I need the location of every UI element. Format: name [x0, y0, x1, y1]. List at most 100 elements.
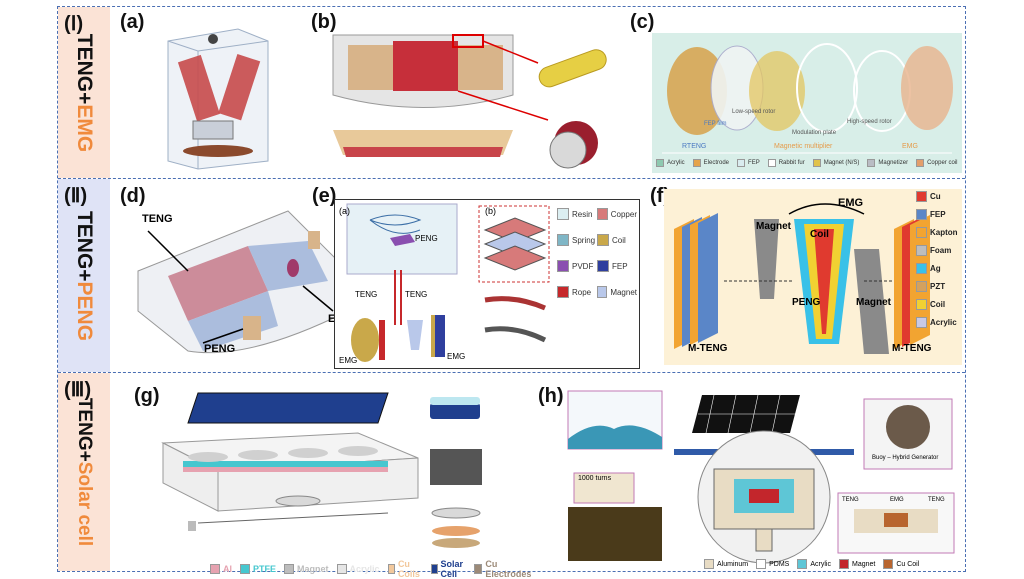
panel-e-sub-b: (b): [485, 206, 496, 216]
panel-d-teng-label: TENG: [142, 213, 173, 225]
legend-item: Cu: [916, 191, 962, 202]
legend-item: PVDF: [557, 260, 597, 272]
panel-c-illustration: FEP film Low-speed rotor Modulation plat…: [652, 33, 962, 173]
legend-item: Acrylic: [336, 559, 380, 579]
legend-swatch: [767, 159, 776, 167]
panel-h-turns-label: 1000 turns: [578, 475, 612, 482]
row-teng-solar: (Ⅲ) TENG+Solar cell (g): [58, 373, 965, 579]
row-roman-numeral: (Ⅱ): [64, 185, 88, 207]
row-roman-numeral: (Ⅰ): [64, 13, 84, 35]
legend-label: PTFE: [253, 564, 277, 574]
legend-label: FEP: [748, 160, 760, 166]
legend-swatch: [916, 227, 927, 238]
panel-h-buoy-caption: Buoy – Hybrid Generator: [872, 455, 939, 461]
panel-c-high-label: High-speed rotor: [847, 119, 892, 125]
legend-label: FEP: [930, 210, 946, 219]
legend-item: Magnetizer: [867, 159, 908, 167]
row-title: TENG+EMG: [73, 33, 96, 152]
legend-item: Magnet: [597, 286, 637, 298]
legend-swatch: [704, 559, 714, 569]
legend-label: PDMS: [769, 560, 790, 568]
legend-swatch: [430, 564, 438, 574]
panel-h-teng-left: TENG: [842, 497, 859, 503]
panel-f-magnet-bottom: Magnet: [856, 297, 891, 308]
legend-item: Rabbit fur: [767, 159, 805, 167]
legend-swatch: [557, 286, 569, 298]
legend-swatch: [210, 564, 220, 574]
legend-label: Cu: [930, 192, 941, 201]
legend-label: Magnet: [297, 564, 329, 574]
legend-swatch: [838, 559, 849, 569]
legend-item: Acrylic: [916, 317, 962, 328]
legend-swatch: [916, 317, 927, 328]
row-title: TENG+Solar cell: [74, 397, 95, 547]
legend-label: Magnet: [851, 560, 876, 568]
legend-label: Magnet (N/S): [823, 160, 860, 166]
panel-f-mteng-right: M-TENG: [892, 343, 932, 354]
legend-label: Copper coil: [927, 160, 958, 166]
legend-swatch: [883, 559, 894, 569]
legend-item: Coil: [916, 299, 962, 310]
legend-item: Magnet (N/S): [812, 159, 860, 167]
legend-label: FEP: [612, 261, 628, 271]
legend-item: Foam: [916, 245, 962, 256]
panel-d-illustration: TENG EMG PENG: [128, 201, 358, 369]
legend-item: Ag: [916, 263, 962, 274]
legend-swatch: [557, 234, 569, 246]
panel-c-mag-label: Magnetic multiplier: [774, 143, 833, 150]
legend-item: FEP: [737, 159, 760, 167]
legend-label: Kapton: [930, 228, 958, 237]
legend-swatch: [240, 564, 250, 574]
legend-label: Spring: [572, 235, 596, 245]
legend-swatch: [597, 260, 609, 272]
legend-swatch: [916, 159, 925, 167]
legend-label: Acrylic: [349, 564, 380, 574]
row-title: TENG+PENG: [73, 210, 96, 341]
legend-label: Resin: [572, 209, 593, 219]
panel-e-teng-left: TENG: [355, 290, 378, 299]
legend-item: Aluminum: [704, 559, 748, 569]
legend-swatch: [597, 234, 609, 246]
panel-b-illustration: [332, 34, 607, 169]
legend-label: Acrylic: [930, 318, 957, 327]
panel-label-d: (d): [120, 185, 146, 207]
row-label-bar: (Ⅱ) TENG+PENG: [58, 179, 110, 372]
legend-label: Ag: [930, 264, 941, 273]
legend-label: Acrylic: [667, 160, 685, 166]
panel-e-peng-label: PENG: [415, 234, 438, 243]
legend-item: Acrylic: [797, 559, 831, 569]
legend-label: Rope: [572, 287, 592, 297]
legend-item: PDMS: [756, 559, 789, 569]
legend-label: Aluminum: [717, 560, 749, 568]
row-label-bar: (Ⅰ) TENG+EMG: [58, 7, 110, 178]
panel-f-coil-label: Coil: [810, 229, 829, 240]
panel-d-peng-label: PENG: [204, 343, 236, 355]
legend-swatch: [916, 191, 927, 202]
legend-item: Cu Electrodes: [474, 559, 533, 579]
legend-label: Magnet: [610, 287, 637, 297]
legend-item: Magnet: [838, 559, 876, 569]
legend-swatch: [797, 559, 808, 569]
legend-swatch: [557, 208, 569, 220]
legend-item: Electrode: [692, 159, 729, 167]
legend-swatch: [557, 260, 569, 272]
legend-label: Rabbit fur: [778, 160, 805, 166]
legend-swatch: [916, 263, 927, 274]
panel-label-a: (a): [120, 11, 145, 33]
panel-f-illustration: EMG Magnet Coil PENG Magnet M-TENG M-TEN…: [664, 189, 962, 365]
legend-swatch: [656, 159, 664, 167]
legend-swatch: [597, 286, 608, 298]
legend-item: Solar Cell: [430, 559, 467, 579]
figure-panel: (Ⅰ) TENG+EMG (a) (b): [57, 6, 966, 579]
legend-label: Foam: [930, 246, 952, 255]
legend-item: Cu Coils: [387, 559, 423, 579]
legend-label: Cu Coil: [896, 560, 920, 568]
legend-label: Solar Cell: [440, 559, 464, 579]
panel-e-emg-left: EMG: [339, 356, 358, 365]
panel-label-b: (b): [311, 11, 337, 33]
legend-label: PVDF: [572, 261, 594, 271]
